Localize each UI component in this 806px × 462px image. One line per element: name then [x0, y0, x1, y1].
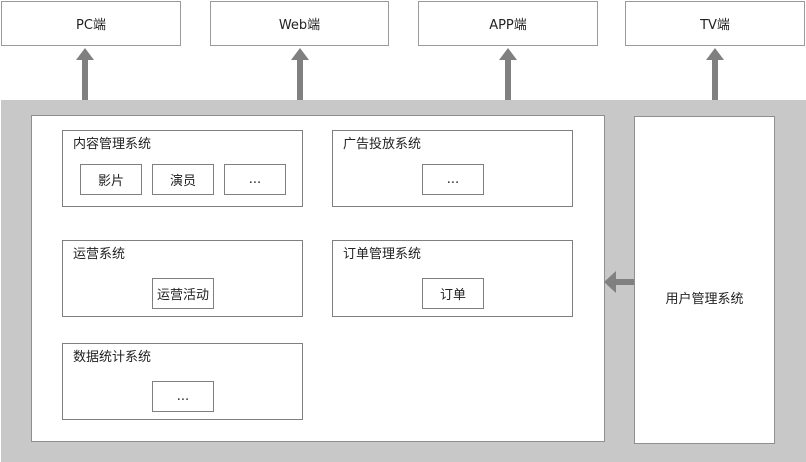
client-pc: PC端	[1, 1, 181, 46]
up-arrow-icon	[499, 48, 517, 100]
module-more-label: ...	[446, 172, 460, 187]
order-management-system: 订单管理系统 订单	[332, 240, 573, 317]
operations-title: 运营系统	[73, 247, 126, 262]
module-actors-label: 演员	[169, 174, 196, 189]
order-management-title: 订单管理系统	[343, 247, 422, 262]
up-arrow-icon	[706, 48, 724, 100]
module-more: ...	[224, 164, 286, 195]
module-campaigns-label: 运营活动	[156, 288, 209, 303]
up-arrow-icon	[76, 48, 94, 100]
data-statistics-system: 数据统计系统 ...	[62, 343, 303, 420]
client-pc-label: PC端	[76, 18, 106, 33]
module-films: 影片	[80, 164, 142, 195]
module-more-label: ...	[248, 172, 262, 187]
data-statistics-title: 数据统计系统	[73, 350, 152, 365]
left-arrow-icon	[604, 271, 634, 293]
ad-delivery-system: 广告投放系统 ...	[332, 130, 573, 207]
module-more-label: ...	[176, 389, 190, 404]
client-tv-label: TV端	[700, 18, 730, 33]
operations-system: 运营系统 运营活动	[62, 240, 303, 317]
module-orders-label: 订单	[439, 288, 466, 303]
module-campaigns: 运营活动	[152, 278, 214, 309]
client-web: Web端	[210, 1, 389, 46]
client-app: APP端	[418, 1, 598, 46]
ad-delivery-title: 广告投放系统	[343, 137, 422, 152]
content-management-system: 内容管理系统 影片 演员 ...	[62, 130, 303, 207]
module-more: ...	[422, 164, 484, 195]
user-management-system: 用户管理系统	[634, 116, 775, 444]
module-films-label: 影片	[97, 174, 124, 189]
client-app-label: APP端	[489, 18, 527, 33]
content-management-title: 内容管理系统	[73, 137, 152, 152]
up-arrow-icon	[291, 48, 309, 100]
client-web-label: Web端	[278, 18, 321, 33]
module-actors: 演员	[152, 164, 214, 195]
user-management-title: 用户管理系统	[665, 292, 744, 307]
client-tv: TV端	[625, 1, 805, 46]
module-orders: 订单	[422, 278, 484, 309]
module-more: ...	[152, 381, 214, 412]
